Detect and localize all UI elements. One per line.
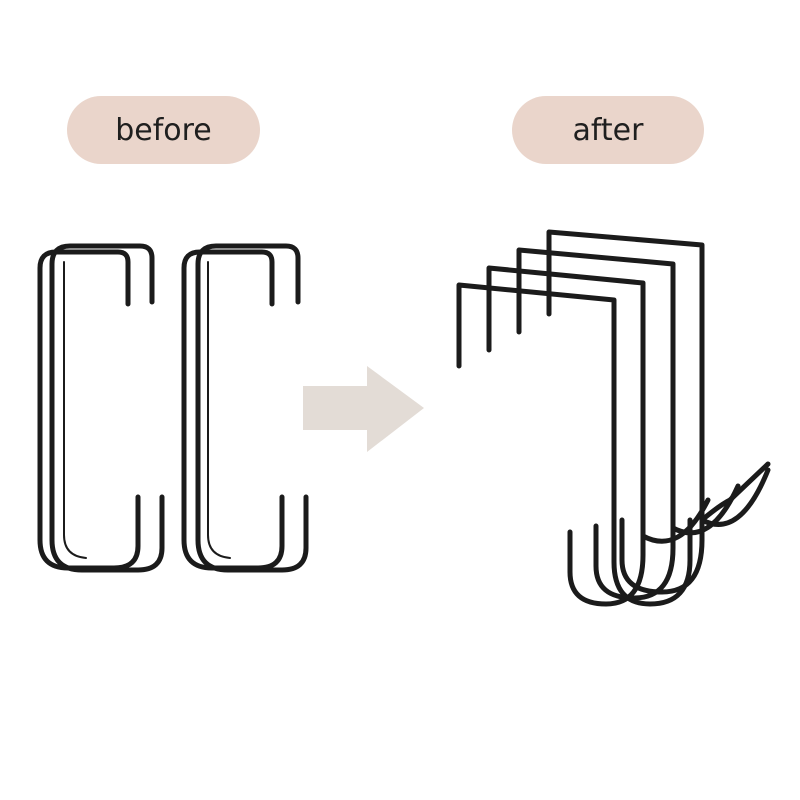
reshaped-hook [486, 265, 711, 607]
after-label: after [512, 96, 704, 164]
right-arrow-icon [303, 366, 424, 452]
s-hook-edge [207, 261, 231, 559]
s-hook-edge [63, 261, 87, 559]
s-hook [37, 249, 141, 571]
s-hook [181, 249, 285, 571]
s-hook [195, 243, 309, 573]
reshaped-hook [456, 282, 693, 607]
reshaped-hook [546, 229, 771, 595]
before-label: before [67, 96, 260, 164]
s-hook-pair [37, 243, 165, 573]
after-hooks [456, 229, 771, 607]
before-hooks [37, 243, 309, 573]
reshaped-hook [516, 247, 741, 601]
s-hook [49, 243, 165, 573]
s-hook-pair [181, 243, 309, 573]
